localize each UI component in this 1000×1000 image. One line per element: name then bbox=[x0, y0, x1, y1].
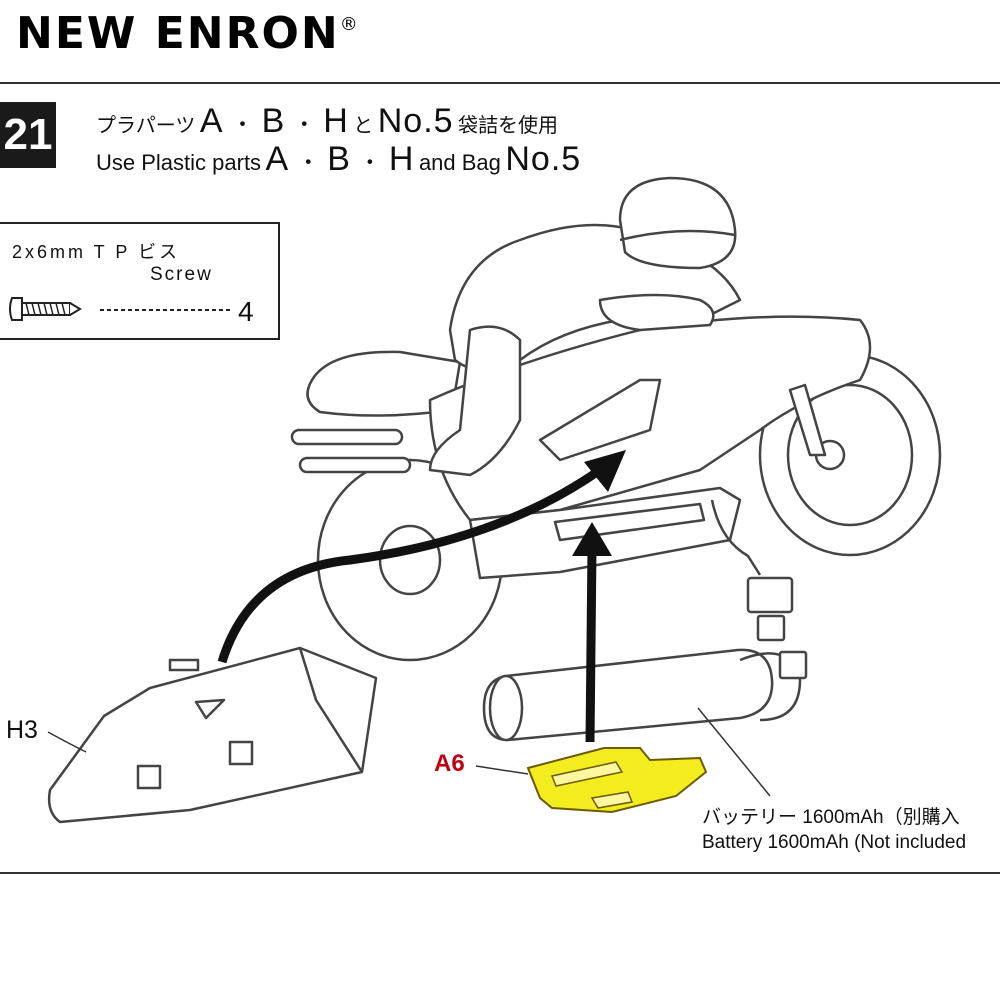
screw-label-jp: 2x6mm T P ビス bbox=[12, 242, 181, 262]
part-label-a6: A6 bbox=[434, 750, 465, 777]
part-a-jp: A bbox=[199, 102, 224, 140]
tapping-screw-icon bbox=[9, 297, 232, 321]
bag-number-jp: No.5 bbox=[377, 102, 454, 140]
part-b-en: B bbox=[327, 140, 351, 178]
motorcycle-drawing bbox=[290, 176, 942, 742]
brand-name: NEW ENRON bbox=[16, 8, 340, 59]
part-a-en: A bbox=[265, 140, 290, 178]
screw-label-en: Screw bbox=[150, 264, 213, 285]
part-h-jp: H bbox=[323, 102, 349, 140]
part-h-en: H bbox=[388, 140, 415, 178]
separator: ・ bbox=[293, 112, 316, 137]
tail-cowl bbox=[306, 350, 462, 417]
arrow-up-icon bbox=[572, 522, 612, 743]
brand-logo: NEW ENRON® bbox=[16, 8, 360, 59]
h3-under-cowl bbox=[47, 646, 378, 824]
separator: ・ bbox=[297, 150, 320, 175]
rider-leg bbox=[428, 325, 522, 477]
top-rule bbox=[0, 82, 1000, 84]
battery-leader-line bbox=[697, 707, 771, 797]
separator: ・ bbox=[358, 150, 381, 175]
h3-leader-line bbox=[47, 731, 87, 753]
heading-jp-suffix: 袋詰を使用 bbox=[458, 115, 559, 137]
arrow-curved-icon bbox=[217, 450, 626, 664]
screw-callout: 2x6mm T P ビス Screw 4 bbox=[0, 222, 280, 340]
bag-number-en: No.5 bbox=[505, 140, 582, 178]
heading-en-and: and Bag bbox=[418, 150, 501, 175]
heading-jp-prefix: プラパーツ bbox=[96, 115, 196, 137]
step-heading-en: Use Plastic parts A ・ B ・ H and Bag No.5 bbox=[96, 140, 581, 179]
heading-jp-and: と bbox=[353, 115, 374, 137]
screw-quantity: 4 bbox=[238, 296, 254, 327]
registered-mark: ® bbox=[339, 14, 360, 35]
heading-en-prefix: Use Plastic parts bbox=[96, 150, 262, 175]
step-number: 21 bbox=[0, 102, 56, 168]
battery-label-en: Battery 1600mAh (Not included bbox=[702, 832, 967, 853]
separator: ・ bbox=[231, 112, 254, 137]
part-b-jp: B bbox=[261, 102, 286, 140]
step-heading-jp: プラパーツ A ・ B ・ H と No.5 袋詰を使用 bbox=[96, 102, 558, 141]
a6-battery-bracket bbox=[526, 747, 708, 814]
bottom-rule bbox=[0, 872, 1000, 874]
battery-connector bbox=[746, 576, 794, 614]
a6-leader-line bbox=[475, 765, 529, 775]
rider-helmet bbox=[618, 176, 737, 270]
part-label-h3: H3 bbox=[6, 716, 38, 744]
battery-pack bbox=[482, 648, 774, 742]
battery-label-jp: バッテリー 1600mAh（別購入 bbox=[702, 807, 960, 828]
